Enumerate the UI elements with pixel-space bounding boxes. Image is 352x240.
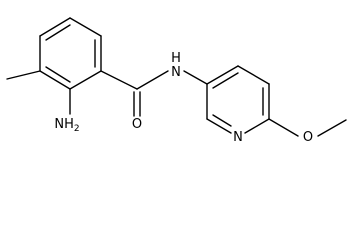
bond <box>136 70 169 90</box>
atom-labels: H N O NH2 N O <box>54 51 313 145</box>
carbonyl-oxygen-label: O <box>132 117 142 132</box>
pyridine-nitrogen-label: N <box>233 130 243 145</box>
bond <box>212 114 232 127</box>
bond <box>244 118 270 134</box>
amide-nitrogen-label: N <box>171 65 181 80</box>
bond <box>237 65 270 85</box>
bond <box>39 70 71 90</box>
bond <box>39 17 71 37</box>
bond <box>206 118 232 134</box>
amide-nitrogen-label: H <box>171 51 181 66</box>
bond <box>69 70 102 90</box>
bond <box>317 119 347 137</box>
molecule-structure: H N O NH2 N O <box>6 17 347 145</box>
amine-label: NH2 <box>54 117 79 134</box>
bond <box>6 70 41 80</box>
bond <box>100 70 138 90</box>
bond <box>212 72 239 89</box>
bond-lines <box>6 17 347 137</box>
bond <box>69 17 102 37</box>
methoxy-oxygen-label: O <box>303 130 313 145</box>
bond <box>45 66 71 83</box>
bond <box>45 24 71 41</box>
bond <box>268 118 299 137</box>
bond <box>183 70 208 85</box>
bond <box>206 65 239 85</box>
